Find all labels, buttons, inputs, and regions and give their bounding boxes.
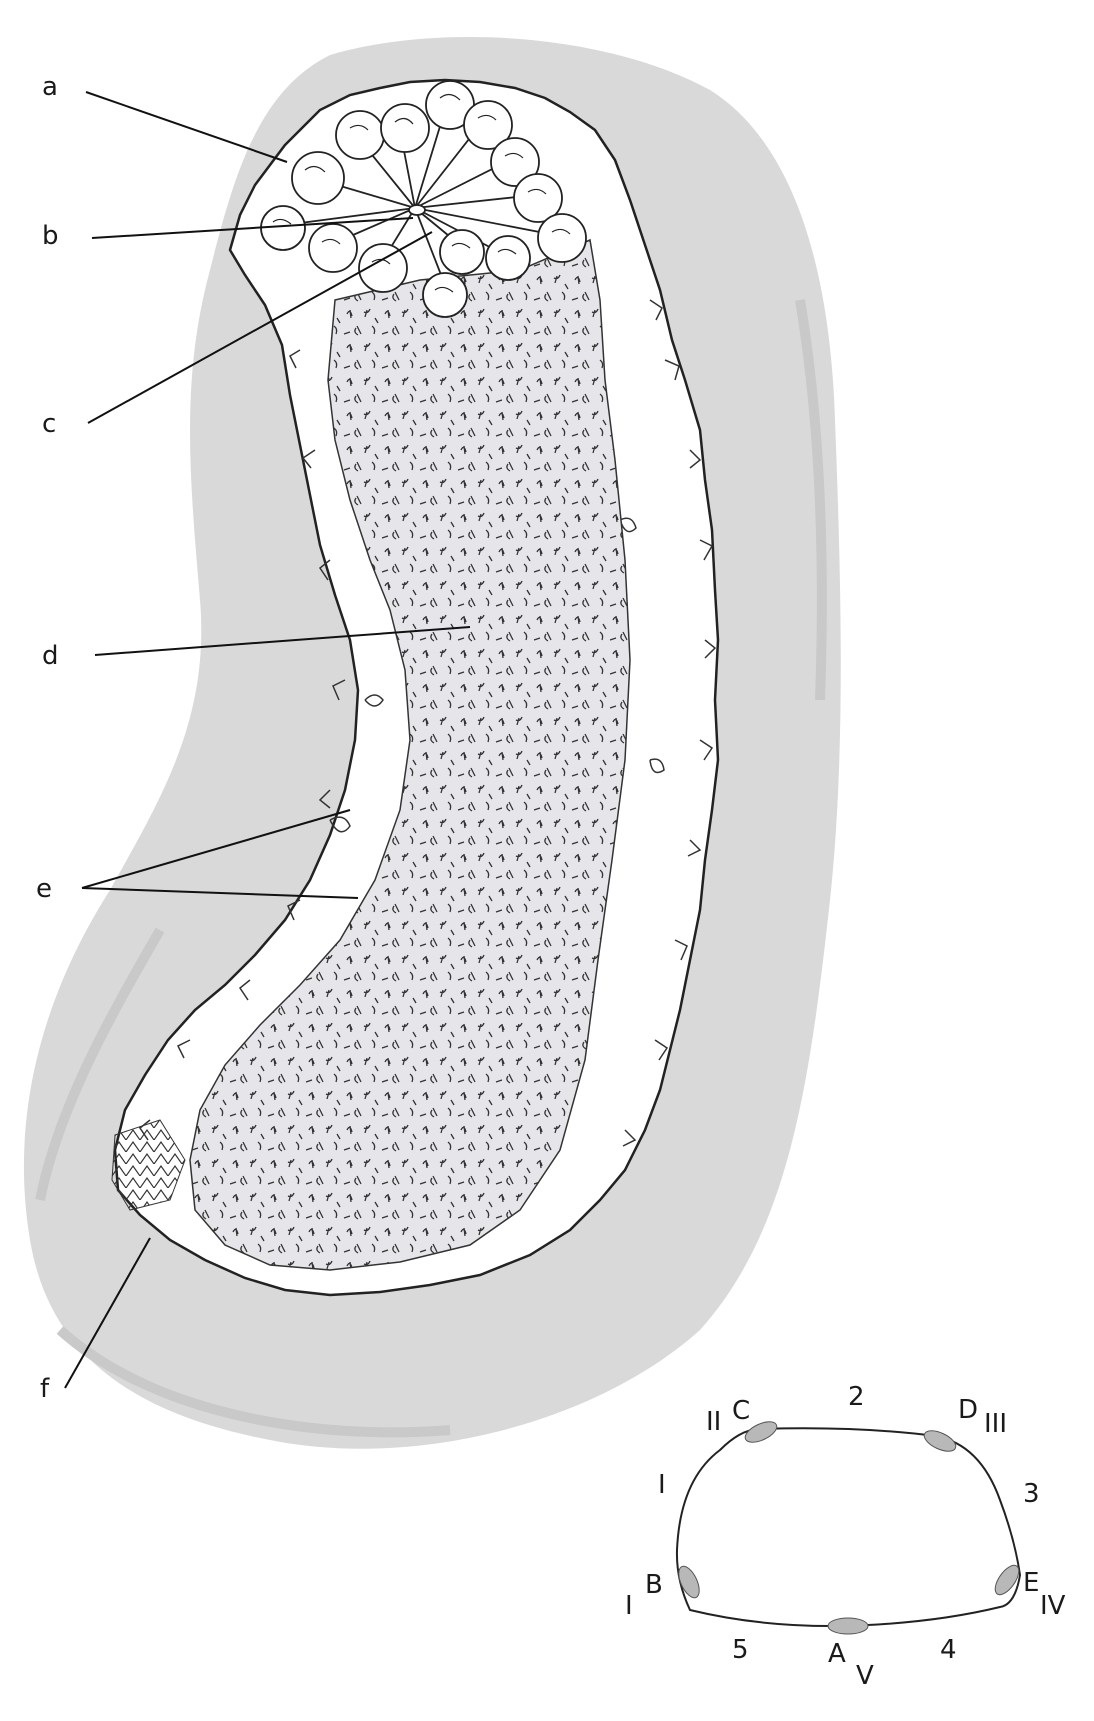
cs-label-A: A bbox=[828, 1639, 846, 1669]
cs-label-B: B bbox=[645, 1570, 663, 1600]
label-a: a bbox=[42, 72, 58, 102]
cross-section: C II 2 D III I 3 B I E IV 5 A V 4 bbox=[625, 1382, 1066, 1691]
cross-section-outline bbox=[677, 1428, 1020, 1626]
cs-label-I-lower: I bbox=[625, 1591, 633, 1621]
cs-label-C: C bbox=[732, 1396, 750, 1426]
label-e: e bbox=[36, 874, 52, 904]
cs-label-3: 3 bbox=[1023, 1479, 1040, 1509]
cs-label-II: II bbox=[706, 1407, 721, 1437]
ambulacrum-d-mark bbox=[921, 1427, 959, 1456]
cs-label-IV: IV bbox=[1040, 1591, 1066, 1621]
cs-label-5: 5 bbox=[732, 1635, 749, 1665]
cs-label-V: V bbox=[856, 1661, 874, 1691]
ambulacrum-b-mark bbox=[675, 1563, 704, 1601]
label-b: b bbox=[42, 221, 59, 251]
cs-label-E: E bbox=[1023, 1568, 1039, 1598]
cs-label-III: III bbox=[984, 1409, 1007, 1439]
leader-a bbox=[86, 92, 287, 162]
cs-label-2: 2 bbox=[848, 1382, 865, 1412]
cs-label-I-upper: I bbox=[658, 1470, 666, 1500]
ambulacrum-a-mark bbox=[828, 1618, 868, 1634]
mouth bbox=[409, 205, 425, 215]
label-c: c bbox=[42, 409, 56, 439]
cs-label-4: 4 bbox=[940, 1635, 957, 1665]
cs-label-D: D bbox=[958, 1395, 978, 1425]
label-d: d bbox=[42, 641, 59, 671]
label-f: f bbox=[40, 1374, 50, 1404]
